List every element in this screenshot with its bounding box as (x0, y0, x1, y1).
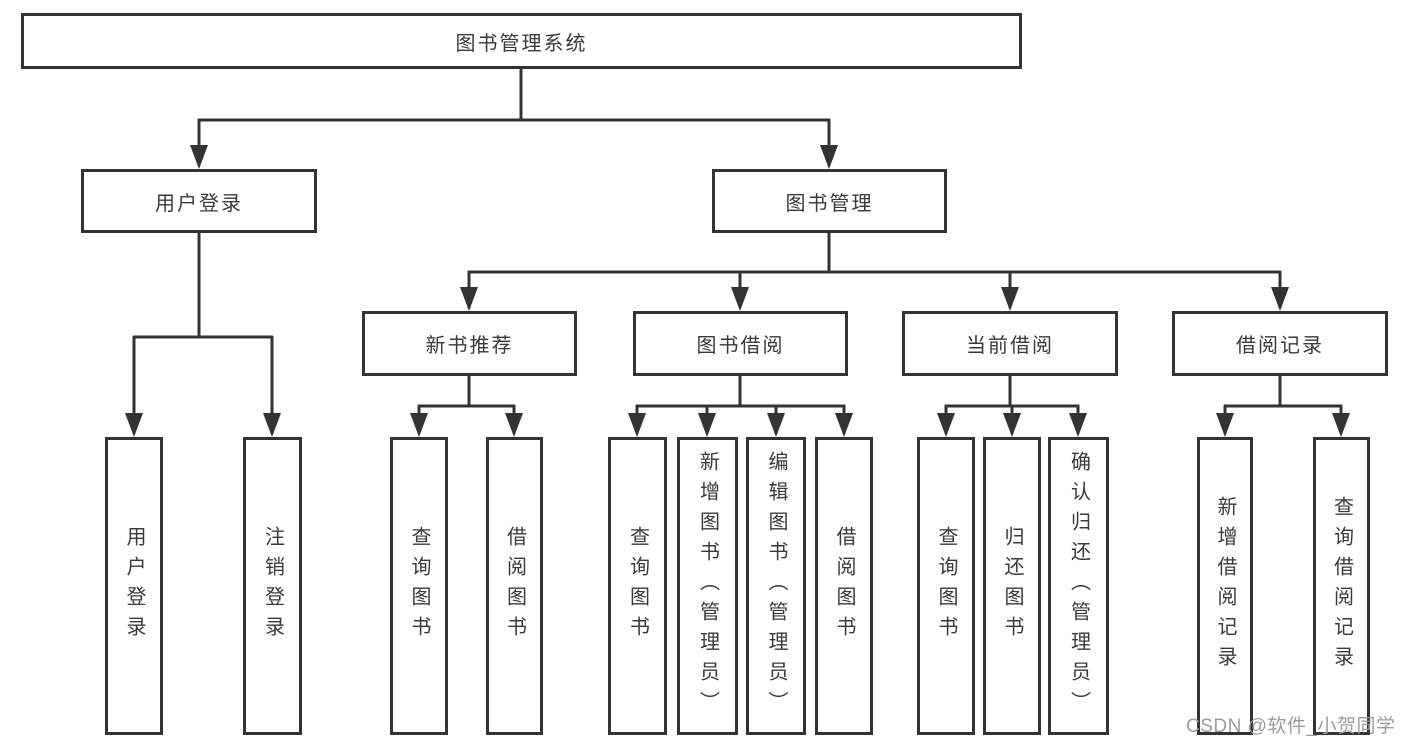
leaf-add-borrow-record: 新增借阅记录 (1197, 437, 1253, 735)
arrowhead (125, 413, 143, 437)
leaf-add-book-admin: 新增图书（管理员） (677, 437, 738, 735)
arrowhead (767, 413, 785, 437)
arrowhead (190, 145, 208, 169)
leaf-query-book-recommend: 查询图书 (390, 437, 448, 735)
arrowhead (505, 413, 523, 437)
arrowhead (698, 413, 716, 437)
connector-borrow-records-children (1223, 376, 1343, 434)
arrowheads (125, 145, 1350, 437)
leaf-borrow-book-recommend: 借阅图书 (486, 437, 543, 735)
arrowhead (731, 287, 749, 311)
csdn-watermark: CSDN @软件_小贺同学 (1186, 716, 1396, 737)
leaf-borrow-book-borrowing: 借阅图书 (815, 437, 873, 735)
leaf-query-book-borrowing: 查询图书 (608, 437, 667, 735)
leaf-logout: 注销登录 (243, 437, 302, 735)
leaf-query-book-current: 查询图书 (917, 437, 975, 735)
connector-new-book-recommend-children (417, 376, 516, 434)
arrowhead (1001, 287, 1019, 311)
node-user-login: 用户登录 (81, 169, 317, 233)
arrowhead (263, 413, 281, 437)
leaf-return-book: 归还图书 (983, 437, 1041, 735)
arrowhead (835, 413, 853, 437)
arrowhead (1216, 413, 1234, 437)
node-current-borrowing: 当前借阅 (902, 311, 1118, 376)
leaf-query-borrow-record: 查询借阅记录 (1313, 437, 1370, 735)
connector-book-borrowing-children (635, 376, 846, 434)
node-borrow-records: 借阅记录 (1172, 311, 1388, 376)
arrowhead (937, 413, 955, 437)
arrowhead (1332, 413, 1350, 437)
connector-user-login-children (132, 233, 274, 434)
leaf-confirm-return-admin: 确认归还（管理员） (1048, 437, 1109, 735)
connector-book-management-to-groups (467, 233, 1282, 308)
arrowhead (1003, 413, 1021, 437)
arrowhead (410, 413, 428, 437)
leaf-user-login: 用户登录 (105, 437, 163, 735)
arrowhead (628, 413, 646, 437)
arrowhead (1069, 413, 1087, 437)
leaf-edit-book-admin: 编辑图书（管理员） (746, 437, 806, 735)
node-book-borrowing: 图书借阅 (633, 311, 848, 376)
node-root-library-system: 图书管理系统 (21, 13, 1022, 69)
arrowhead (820, 145, 838, 169)
node-book-management: 图书管理 (712, 169, 947, 233)
connector-root-to-level2 (197, 69, 831, 166)
arrowhead (460, 287, 478, 311)
arrowhead (1271, 287, 1289, 311)
node-new-book-recommend: 新书推荐 (362, 311, 577, 376)
